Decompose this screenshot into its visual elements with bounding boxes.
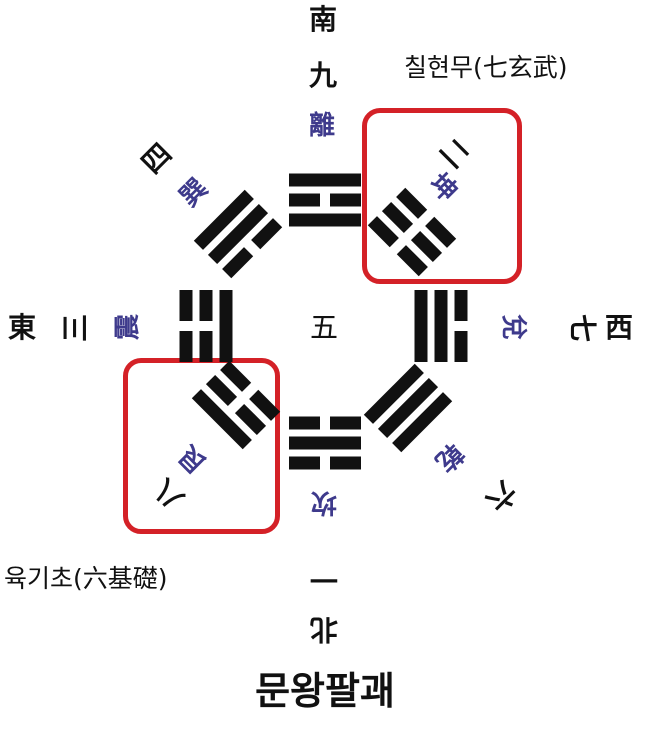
trigram-line-solid [377, 377, 439, 439]
trigram-line-solid [289, 213, 361, 227]
trigram-dui [414, 290, 468, 362]
trigram-name-qian: 乾 [429, 437, 469, 477]
trigram-qian [363, 363, 453, 453]
trigram-name-kan: 坎 [311, 487, 338, 517]
trigram-line-broken [289, 416, 320, 430]
number-kun: 二 [432, 132, 476, 176]
trigram-kun [367, 187, 457, 277]
trigram-line-broken [330, 193, 361, 207]
trigram-line-broken [249, 389, 281, 421]
trigram-line-solid [207, 203, 269, 265]
trigram-gen [191, 360, 281, 450]
trigram-name-kun: 坤 [423, 168, 463, 208]
number-xun: 四 [135, 137, 179, 181]
trigram-kan [289, 416, 361, 470]
direction-east: 東 [8, 311, 37, 344]
trigram-name-li: 離 [309, 111, 336, 141]
trigram-line-broken [199, 290, 213, 321]
trigram-line-broken [179, 331, 193, 362]
diagram-title: 문왕팔괘 [255, 669, 395, 713]
number-qian: 六 [479, 474, 523, 518]
trigram-line-broken [381, 201, 414, 234]
trigram-zhen [179, 290, 233, 362]
caption-seven-xuanwu: 칠현무(七玄武) [404, 53, 568, 82]
trigram-name-xun: 巽 [174, 173, 214, 213]
number-zhen: 三 [59, 313, 93, 343]
trigram-line-solid [363, 363, 424, 424]
trigram-line-solid [193, 189, 254, 250]
trigram-line-broken [454, 331, 468, 362]
direction-west: 西 [605, 311, 634, 344]
trigram-name-zhen: 震 [113, 313, 144, 341]
number-gen: 八 [147, 472, 191, 516]
trigram-line-broken [330, 456, 361, 470]
trigram-line-broken [251, 218, 283, 250]
trigram-name-dui: 兌 [498, 313, 529, 341]
trigram-line-broken [220, 360, 252, 392]
trigram-line-broken [410, 230, 443, 263]
trigram-line-broken [179, 290, 193, 321]
trigram-li [289, 173, 361, 227]
center-number: 五 [310, 311, 339, 344]
caption-six-foundations: 육기초(六基礎) [4, 564, 168, 593]
trigram-line-broken [199, 331, 213, 362]
trigram-line-broken [289, 193, 320, 207]
direction-north: 北 [310, 613, 339, 646]
number-kan: 一 [310, 563, 339, 596]
trigram-line-broken [425, 216, 457, 248]
trigram-line-solid [289, 436, 361, 450]
trigram-line-broken [330, 416, 361, 430]
number-dui: 七 [566, 313, 600, 343]
trigram-line-broken [205, 374, 238, 407]
trigram-line-solid [219, 290, 233, 362]
trigram-line-broken [396, 187, 428, 219]
trigram-xun [193, 189, 283, 279]
trigram-line-broken [222, 247, 254, 279]
direction-south: 南 [309, 3, 338, 36]
trigram-line-broken [289, 456, 320, 470]
trigram-line-broken [454, 290, 468, 321]
trigram-line-solid [191, 389, 252, 450]
trigram-line-solid [392, 392, 453, 453]
trigram-line-broken [234, 403, 267, 436]
trigram-line-solid [414, 290, 428, 362]
trigram-line-solid [289, 173, 361, 187]
trigram-line-solid [434, 290, 448, 362]
trigram-line-broken [396, 245, 428, 277]
trigram-name-gen: 艮 [173, 439, 213, 479]
number-li: 九 [309, 59, 338, 92]
highlight-box-kun [362, 108, 522, 284]
trigram-line-broken [367, 216, 399, 248]
